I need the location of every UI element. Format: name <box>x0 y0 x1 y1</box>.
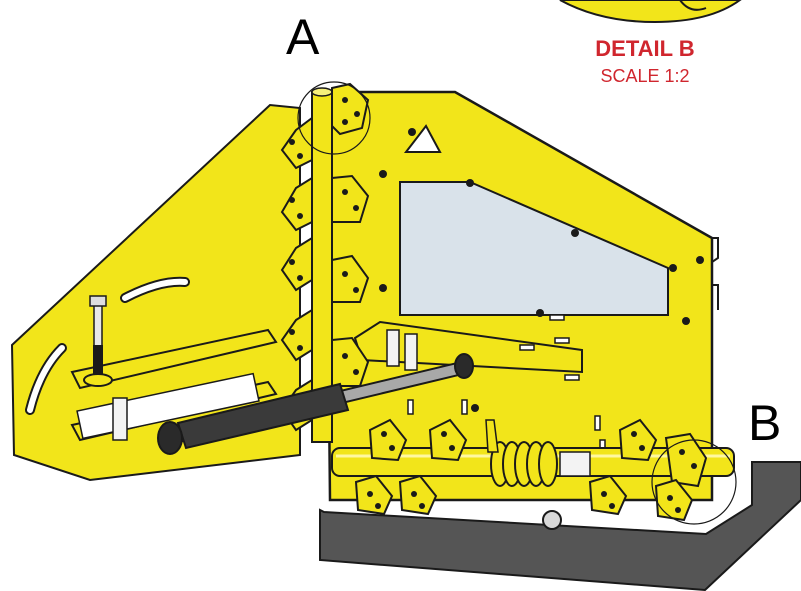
detail-b-view-feature <box>679 0 707 11</box>
left-plate-slot <box>122 278 188 301</box>
detail-scale: SCALE 1:2 <box>600 66 690 86</box>
callout-label-a: A <box>286 9 320 65</box>
detail-circle-a <box>297 81 371 155</box>
inner-spacer <box>404 333 418 371</box>
hinge-knuckles-a <box>280 82 370 432</box>
hinge-bolts-b <box>367 431 697 513</box>
detail-b-view-edge <box>559 0 742 24</box>
main-plate-holes <box>379 128 704 412</box>
spacer <box>112 397 128 441</box>
main-plate-edge-tab <box>711 237 719 310</box>
bolt-thread <box>93 345 103 375</box>
window-panel <box>399 181 669 316</box>
roller <box>542 510 562 530</box>
left-bracket-upper <box>70 328 278 390</box>
hinge-knuckles-b <box>354 418 708 522</box>
floor-plate <box>319 461 801 591</box>
hinge-bolts-a <box>289 97 360 421</box>
triangle-cutout <box>403 124 442 153</box>
detail-circle-b <box>651 439 737 525</box>
callout-label-b: B <box>748 395 782 451</box>
hinge-pin-a-cap <box>311 87 333 97</box>
left-plate-slot <box>27 345 65 413</box>
gas-strut <box>157 353 474 455</box>
bolt-head <box>89 295 107 307</box>
detail-title: DETAIL B <box>595 36 695 61</box>
bolt-nut <box>83 373 113 387</box>
spring-collar <box>559 451 591 477</box>
latch-tab <box>485 419 499 453</box>
torsion-spring <box>490 441 558 487</box>
inner-spacer <box>386 329 400 367</box>
